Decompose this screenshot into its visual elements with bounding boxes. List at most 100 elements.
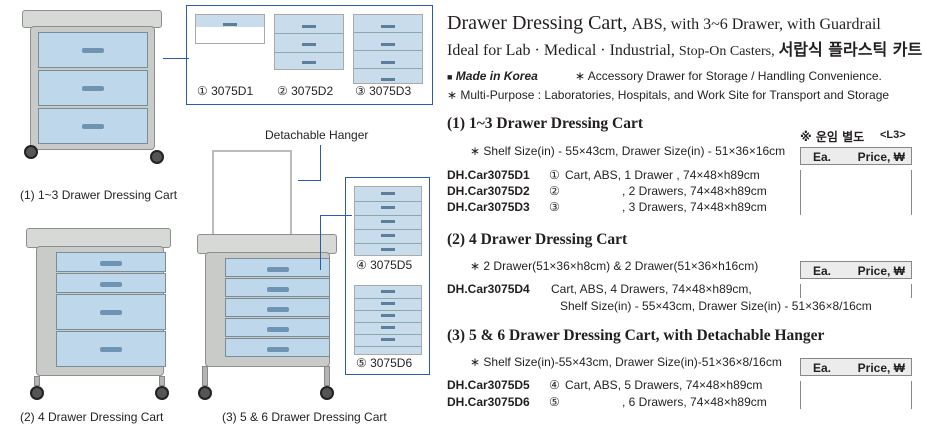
text: ⑤ (549, 395, 560, 409)
decoration (159, 376, 165, 386)
price-column (800, 170, 912, 215)
text: Ea. (813, 264, 832, 278)
decoration (320, 145, 321, 180)
decoration (355, 346, 421, 347)
note: ∗ Multi-Purpose : Laboratories, Hospital… (447, 88, 890, 102)
text: 서랍식 플라스틱 카트 (778, 40, 923, 59)
decoration (56, 273, 166, 293)
section-note: ∗ Shelf Size(in)-55×43cm, Drawer Size(in… (470, 355, 782, 369)
variant-label: ④ 3075D5 (356, 258, 413, 272)
text: DH.Car3075D4 (447, 282, 530, 296)
cart-3-caption: (3) 5 & 6 Drawer Dressing Cart (222, 410, 387, 424)
decoration (355, 310, 421, 311)
text: , 2 Drawers, 74×48×h89cm (622, 184, 767, 198)
hanger-label: Detachable Hanger (265, 128, 369, 142)
decoration (381, 220, 395, 223)
decoration (355, 201, 421, 202)
decoration (56, 331, 166, 367)
text: DH.Car3075D1 (447, 168, 530, 182)
decoration (355, 298, 421, 299)
hanger (212, 150, 292, 235)
decoration (30, 386, 44, 400)
text: ③ (549, 200, 560, 214)
decoration (274, 14, 344, 70)
text: ② (549, 184, 560, 198)
decoration (150, 150, 164, 164)
text: ① (549, 168, 560, 182)
decoration (225, 278, 330, 297)
subtitle: Ideal for Lab · Medical · Industrial, St… (447, 36, 922, 60)
decoration (381, 248, 395, 251)
decoration (196, 15, 264, 27)
decoration (381, 234, 395, 237)
arrow (163, 58, 189, 59)
made-in-korea: Made in Korea (455, 69, 538, 83)
decoration (38, 108, 148, 144)
text: Price, ₩ (857, 150, 905, 164)
decoration (38, 70, 148, 106)
cart-1-caption: (1) 1~3 Drawer Dressing Cart (20, 188, 178, 202)
decoration (381, 314, 395, 317)
decoration (155, 386, 169, 400)
decoration (225, 298, 330, 317)
text: Shelf Size(in) - 55×43cm, Drawer Size(in… (560, 299, 872, 313)
decoration (223, 23, 237, 26)
decoration (38, 32, 148, 68)
price-column (800, 381, 912, 409)
decoration: Made in Korea (456, 69, 538, 83)
decoration (197, 234, 337, 254)
decoration (225, 258, 330, 277)
decoration (354, 285, 422, 355)
text: Price, ₩ (857, 264, 905, 278)
variant-label: ① 3075D1 (197, 84, 254, 98)
price-header: Ea. Price, ₩ (800, 261, 912, 279)
variant-label: ③ 3075D3 (355, 84, 412, 98)
decoration (355, 229, 421, 230)
price-column (800, 284, 912, 298)
decoration (381, 25, 395, 28)
text: Ea. (813, 150, 832, 164)
text: Price, ₩ (857, 361, 905, 375)
text: Stop-On Casters, (678, 44, 775, 59)
text: ④ (549, 378, 560, 392)
variant-label: ② 3075D2 (277, 84, 334, 98)
decoration (381, 43, 395, 46)
decoration (354, 68, 422, 69)
section-title: (1) 1~3 Drawer Dressing Cart (447, 115, 644, 132)
text: DH.Car3075D3 (447, 200, 530, 214)
decoration (355, 322, 421, 323)
decoration (26, 228, 171, 248)
shipping-note: ※ 운임 별도 (800, 130, 865, 144)
decoration (381, 192, 395, 195)
section-note: ∗ Shelf Size(in) - 55×43cm, Drawer Size(… (470, 144, 786, 158)
decoration (275, 33, 343, 34)
decoration (354, 186, 422, 256)
decoration (198, 386, 212, 400)
decoration (381, 61, 395, 64)
page-code: <L3> (880, 129, 906, 141)
text: Ideal for Lab · Medical · Industrial, (447, 42, 675, 59)
note: ∗ Accessory Drawer for Storage / Handlin… (575, 69, 882, 83)
decoration (302, 25, 316, 28)
section-title: (3) 5 & 6 Drawer Dressing Cart, with Det… (447, 327, 825, 344)
text: ABS, with 3~6 Drawer, with Guardrail (631, 16, 881, 33)
decoration: ■ (447, 72, 453, 82)
cart-2-caption: (2) 4 Drawer Dressing Cart (20, 410, 164, 424)
text: Cart, ABS, 4 Drawers, 74×48×h89cm, (551, 282, 752, 296)
variant-label: ⑤ 3075D6 (356, 356, 413, 370)
decoration (225, 318, 330, 337)
text: Cart, ABS, 5 Drawers, 74×48×h89cm (565, 378, 763, 392)
text: Ea. (813, 361, 832, 375)
section-title: (2) 4 Drawer Dressing Cart (447, 231, 628, 248)
text: Cart, ABS, 1 Drawer , 74×48×h89cm (565, 168, 760, 182)
decoration (320, 215, 321, 270)
decoration: ■ Made in Korea (447, 69, 538, 83)
decoration (56, 252, 166, 272)
decoration (298, 180, 321, 181)
text: , 6 Drawers, 74×48×h89cm (622, 395, 767, 409)
decoration (381, 338, 395, 341)
decoration (302, 43, 316, 46)
decoration (381, 78, 395, 81)
decoration (320, 386, 334, 400)
decoration (381, 302, 395, 305)
